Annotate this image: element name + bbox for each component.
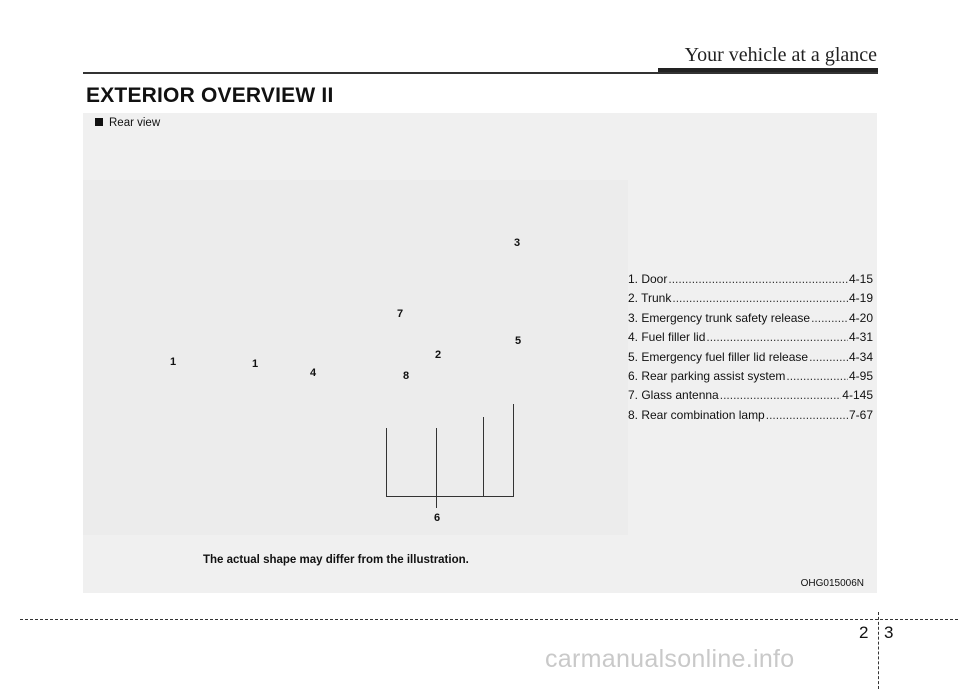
header-rule-thick	[658, 68, 878, 73]
callout-2: 2	[434, 349, 442, 361]
page-chapter-number: 2	[859, 623, 869, 642]
square-bullet-icon	[95, 118, 103, 126]
legend-item: 6. Rear parking assist system4-95	[628, 367, 873, 386]
page-divider	[878, 612, 879, 689]
section-title: EXTERIOR OVERVIEW II	[86, 84, 334, 107]
callout-8: 8	[402, 370, 410, 382]
image-code: OHG015006N	[800, 578, 864, 589]
header-rule	[83, 72, 878, 74]
legend-item: 5. Emergency fuel filler lid release4-34	[628, 348, 873, 367]
legend-item: 8. Rear combination lamp7-67	[628, 406, 873, 425]
illustration-disclaimer: The actual shape may differ from the ill…	[203, 554, 469, 566]
callout-3: 3	[513, 237, 521, 249]
leader-line	[513, 404, 514, 497]
callout-5: 5	[514, 335, 522, 347]
page-number: 3	[884, 623, 894, 642]
legend-item: 4. Fuel filler lid4-31	[628, 328, 873, 347]
leader-line	[386, 496, 514, 497]
callout-7: 7	[396, 308, 404, 320]
leader-line	[386, 428, 387, 497]
view-label-text: Rear view	[109, 117, 161, 129]
view-label: Rear view	[95, 117, 160, 129]
callout-1-right: 1	[251, 358, 259, 370]
component-legend: 1. Door4-15 2. Trunk4-19 3. Emergency tr…	[628, 270, 873, 425]
legend-item: 7. Glass antenna4-145	[628, 386, 873, 405]
callout-6: 6	[433, 512, 441, 524]
header-title: Your vehicle at a glance	[684, 44, 877, 66]
legend-item: 1. Door4-15	[628, 270, 873, 289]
legend-item: 2. Trunk4-19	[628, 289, 873, 308]
watermark: carmanualsonline.info	[545, 645, 795, 673]
callout-4: 4	[309, 367, 317, 379]
leader-line	[483, 417, 484, 497]
leader-line	[436, 428, 437, 508]
illustration-area	[83, 180, 628, 535]
footer-rule	[20, 619, 958, 620]
callout-1-left: 1	[169, 356, 177, 368]
legend-item: 3. Emergency trunk safety release4-20	[628, 309, 873, 328]
